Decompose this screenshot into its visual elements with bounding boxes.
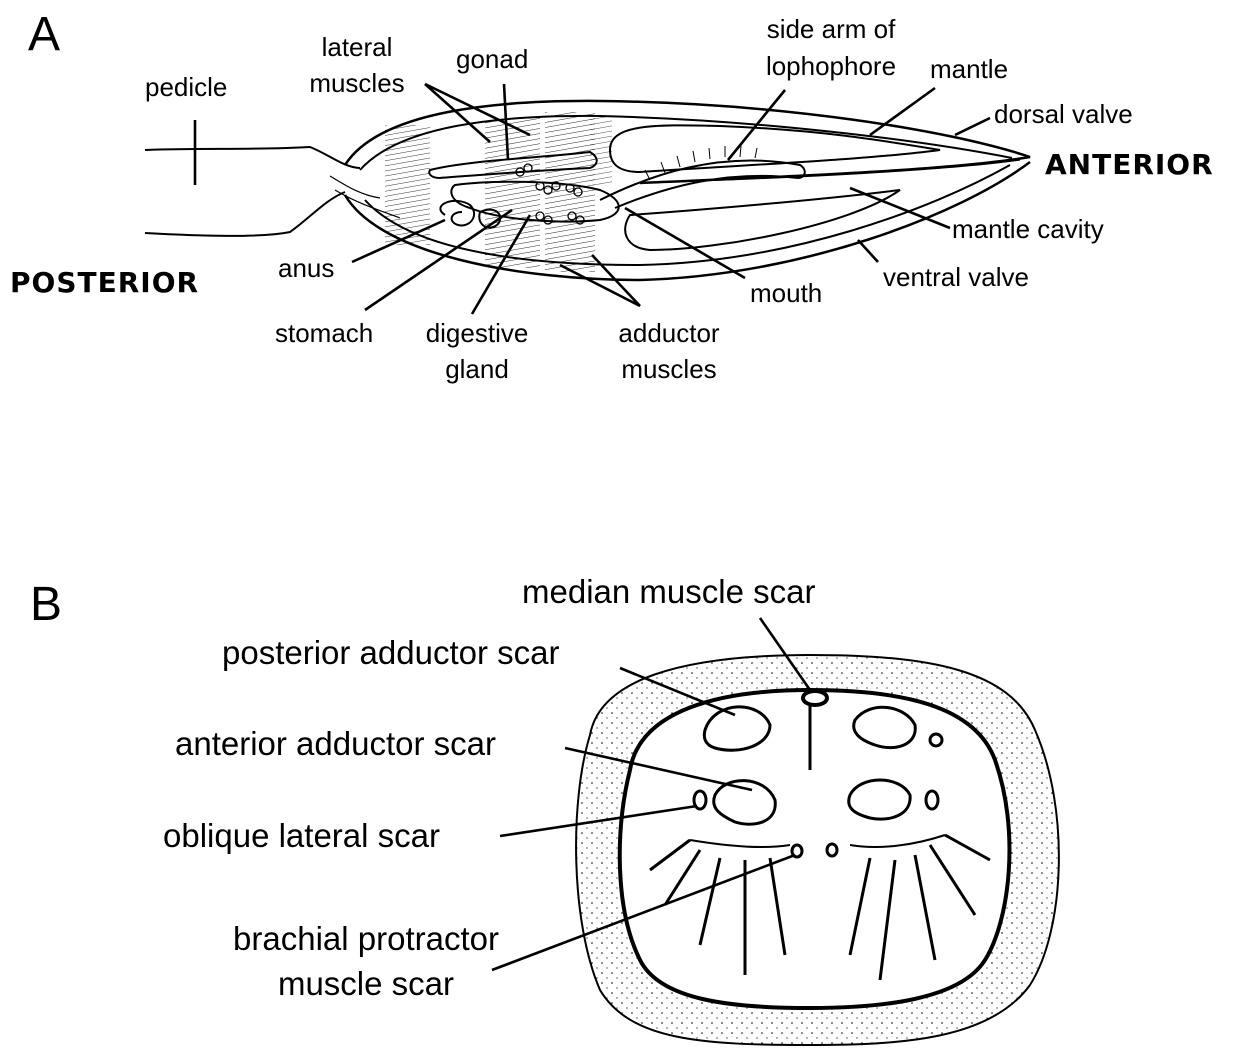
lateral-muscles-label-line2: muscles <box>309 68 404 98</box>
median-muscle-scar-label: median muscle scar <box>522 573 815 610</box>
side-arm-label-line2: lophophore <box>766 51 896 81</box>
ventral-valve-label: ventral valve <box>883 262 1029 292</box>
posterior-adductor-scar-label: posterior adductor scar <box>222 634 560 671</box>
anterior-adductor-scar-label: anterior adductor scar <box>175 725 496 762</box>
panel-b: B median muscle scar <box>30 573 1059 1045</box>
valve-interior-drawing <box>576 655 1059 1045</box>
posterior-label: POSTERIOR <box>10 266 199 299</box>
brachial-protractor-label-line2: muscle scar <box>278 965 454 1002</box>
panel-b-letter: B <box>30 578 62 631</box>
adductor-muscles-label-line2: muscles <box>621 354 716 384</box>
brachial-protractor-label-line1: brachial protractor <box>233 920 499 957</box>
dorsal-valve-leader <box>955 118 990 135</box>
anterior-label: ANTERIOR <box>1045 148 1214 181</box>
dorsal-valve-label: dorsal valve <box>994 99 1133 129</box>
adductor-muscles-label-line1: adductor <box>618 318 720 348</box>
stomach-label: stomach <box>275 318 373 348</box>
oblique-lateral-scar-label: oblique lateral scar <box>163 817 440 854</box>
gonad-label: gonad <box>456 44 528 74</box>
mantle-label: mantle <box>930 54 1008 84</box>
lateral-muscles-leader-1 <box>425 84 490 142</box>
adductor-muscles-leader-1 <box>560 265 640 306</box>
mantle-cavity-label: mantle cavity <box>952 214 1104 244</box>
ventral-valve-leader <box>858 240 878 262</box>
lateral-muscles-label-line1: lateral <box>322 32 393 62</box>
digestive-gland-label-line2: gland <box>445 354 509 384</box>
anus-label: anus <box>278 253 334 283</box>
side-arm-label-line1: side arm of <box>767 14 896 44</box>
pedicle-label: pedicle <box>145 72 227 102</box>
panel-a: A <box>10 8 1214 384</box>
pedicle-drawing <box>145 147 400 236</box>
panel-a-letter: A <box>28 8 60 61</box>
mouth-label: mouth <box>750 278 822 308</box>
digestive-gland-label-line1: digestive <box>426 318 529 348</box>
lateral-muscles-leader-2 <box>425 84 530 135</box>
